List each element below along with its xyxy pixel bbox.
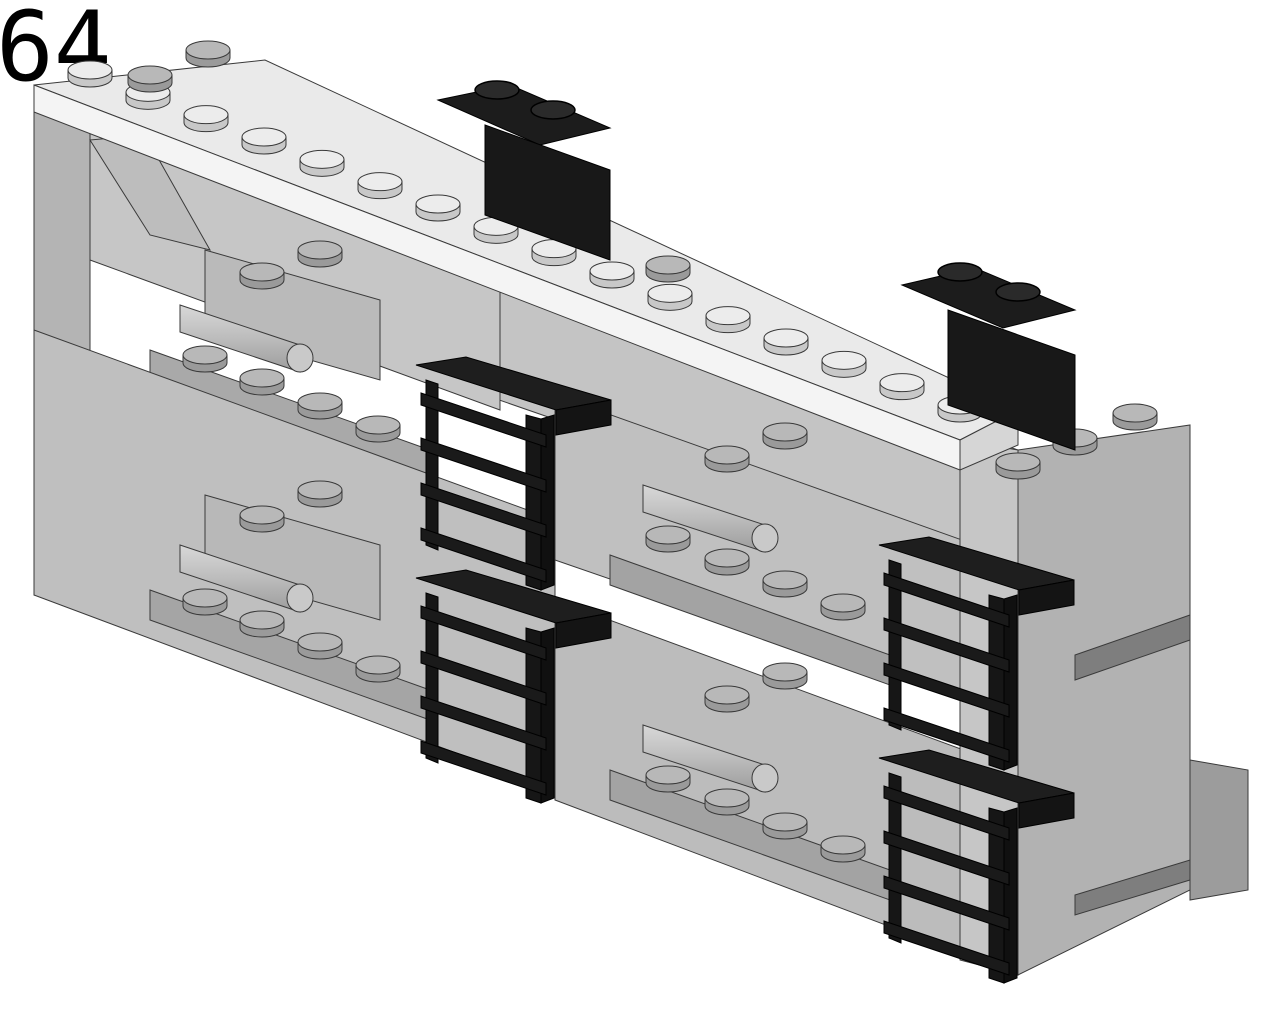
right-column-stud bbox=[1112, 403, 1158, 431]
interior-stud bbox=[297, 392, 343, 420]
interior-stud bbox=[239, 368, 285, 396]
interior-stud bbox=[355, 655, 401, 683]
interior-stud bbox=[820, 835, 866, 863]
interior-stud bbox=[762, 422, 808, 450]
ladder-rung bbox=[883, 785, 1010, 841]
ladder-cap-side bbox=[555, 612, 612, 649]
ladder-lower-right bbox=[878, 749, 1075, 984]
ladder-rung bbox=[883, 617, 1010, 673]
beam-stud bbox=[299, 149, 345, 177]
interior-stud bbox=[297, 632, 343, 660]
ladder-rung bbox=[420, 650, 547, 706]
bracket-right-stud-2 bbox=[995, 282, 1041, 302]
interior-stud bbox=[820, 593, 866, 621]
interior-stud bbox=[239, 262, 285, 290]
bars bbox=[179, 304, 779, 793]
beam-stud bbox=[67, 60, 113, 88]
right-column-stud bbox=[995, 452, 1041, 480]
ladder-rung bbox=[883, 875, 1010, 931]
beam-stud bbox=[531, 239, 577, 267]
interior-stud bbox=[704, 548, 750, 576]
wall-assembly bbox=[33, 40, 1249, 984]
ladder-rung bbox=[883, 920, 1010, 976]
interior-stud bbox=[645, 525, 691, 553]
ladder-rung bbox=[883, 662, 1010, 718]
bracket-right-top bbox=[900, 267, 1077, 329]
interior-stud bbox=[704, 685, 750, 713]
base-step-right bbox=[1189, 759, 1249, 901]
interior-studs bbox=[182, 240, 866, 863]
bracket-right bbox=[900, 262, 1077, 451]
left-column-stud bbox=[185, 40, 231, 68]
ladder-rung bbox=[420, 437, 547, 493]
bar-lower-right bbox=[642, 724, 779, 793]
ladder-lower-left bbox=[415, 569, 612, 804]
ladder-rung bbox=[420, 527, 547, 583]
bracket-left-top bbox=[436, 84, 612, 146]
bracket-right-vertical bbox=[947, 309, 1076, 451]
beam-stud bbox=[763, 328, 809, 356]
interior-stud bbox=[355, 415, 401, 443]
top-beam-studs bbox=[67, 40, 1158, 480]
ladder-rung bbox=[883, 830, 1010, 886]
interior-stud bbox=[239, 610, 285, 638]
beam-stud bbox=[821, 350, 867, 378]
interior-stud bbox=[297, 480, 343, 508]
right-column-groove bbox=[1074, 614, 1191, 681]
beam-stud bbox=[357, 172, 403, 200]
bar-upper-right bbox=[642, 484, 779, 553]
bracket-left-vertical bbox=[484, 124, 611, 261]
ladder-upper-left bbox=[415, 356, 612, 591]
interior-stud bbox=[239, 505, 285, 533]
interior-stud bbox=[762, 812, 808, 840]
interior-stud bbox=[762, 570, 808, 598]
bracket-right-stud-1 bbox=[937, 262, 983, 282]
beam-stud bbox=[589, 261, 635, 289]
ladder-rung bbox=[420, 482, 547, 538]
interior-stud bbox=[704, 788, 750, 816]
interior-stud bbox=[762, 662, 808, 690]
interior-stud bbox=[182, 345, 228, 373]
ladder-rung bbox=[420, 695, 547, 751]
beam-stud bbox=[241, 127, 287, 155]
bracket-left-stud-2 bbox=[530, 100, 576, 120]
beam-stud bbox=[415, 194, 461, 222]
ladders bbox=[415, 356, 1075, 984]
interior-stud bbox=[645, 765, 691, 793]
interior-stud bbox=[704, 445, 750, 473]
beam-stud bbox=[183, 105, 229, 133]
bracket-left bbox=[436, 80, 612, 261]
bracket-left-stud-1 bbox=[474, 80, 520, 100]
beam-stud bbox=[879, 373, 925, 401]
beam-stud bbox=[647, 283, 693, 311]
bar-lower-left bbox=[179, 544, 314, 613]
ladder-rung bbox=[883, 707, 1010, 763]
ladder-cap-side bbox=[555, 399, 612, 436]
ladder-upper-right bbox=[878, 536, 1075, 771]
interior-stud bbox=[182, 588, 228, 616]
mid-stud bbox=[645, 255, 691, 283]
ladder-cap-side bbox=[1018, 579, 1075, 616]
left-column-stud bbox=[127, 65, 173, 93]
ladder-cap-side bbox=[1018, 792, 1075, 829]
ladder-rung bbox=[420, 392, 547, 448]
ladder-rung bbox=[883, 572, 1010, 628]
ladder-rung bbox=[420, 740, 547, 796]
bar-upper-left bbox=[179, 304, 314, 373]
interior-stud bbox=[297, 240, 343, 268]
ladder-rung bbox=[420, 605, 547, 661]
beam-stud bbox=[705, 306, 751, 334]
